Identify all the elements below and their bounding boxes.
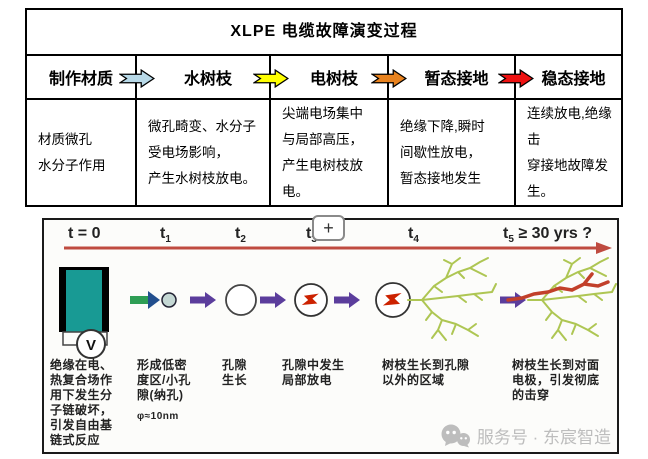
svg-text:V: V <box>86 337 96 354</box>
timeline-label-t5: t5 ≥ 30 yrs ? <box>503 225 593 246</box>
caption-tree-growth: 树枝生长到孔隙以外的区域 <box>382 358 470 387</box>
timeline-label-t1: t1 <box>160 225 171 246</box>
watermark: 服务号 · 东宸智造 <box>441 423 611 448</box>
discharge-with-tree-icon <box>375 282 411 318</box>
stage-arrow-orange-icon <box>371 69 407 88</box>
caption-void-growth: 孔隙生长 <box>222 358 248 387</box>
zoom-plus-button[interactable]: + <box>312 215 345 241</box>
step-arrow-green-icon <box>130 291 160 309</box>
caption-breakdown: 树枝生长到对面电极，引发彻底的击穿 <box>512 358 600 402</box>
caption-partial-discharge: 孔隙中发生局部放电 <box>282 358 345 387</box>
timeline-arrow-icon <box>64 242 612 254</box>
stage-header-steady-ground: 稳态接地 <box>498 56 621 100</box>
stage-header-electric-tree: 电树枝 <box>253 56 387 100</box>
stage-desc-water-tree: 微孔畸变、水分子受电场影响，产生水树枝放电。 <box>135 100 269 205</box>
fault-evolution-table: XLPE 电缆故障演变过程 制作材质 水树枝 电树枝 <box>25 8 623 207</box>
stage-label: 水树枝 <box>183 71 232 88</box>
wechat-icon <box>441 424 470 447</box>
table-header-row: 制作材质 水树枝 电树枝 暂态接地 <box>27 56 621 100</box>
stage-arrow-blue-icon <box>119 69 155 88</box>
partial-discharge-icon <box>294 283 328 317</box>
grown-void-icon <box>225 284 257 316</box>
timeline-label-t2: t2 <box>235 225 246 246</box>
timeline-label-t4: t4 <box>408 225 419 246</box>
electrode-sample-icon <box>59 267 109 346</box>
stage-desc-electric-tree: 尖端电场集中与局部高压，产生电树枝放电。 <box>269 100 387 205</box>
stage-header-material: 制作材质 <box>27 56 135 100</box>
stage-header-water-tree: 水树枝 <box>119 56 269 100</box>
watermark-text: 服务号 · 东宸智造 <box>476 428 611 447</box>
final-tree-icon <box>527 257 617 341</box>
water-tree-icon <box>407 257 497 341</box>
nano-void-icon <box>161 292 177 308</box>
caption-low-density-zone: 形成低密度区/小孔隙(纳孔) φ≈10nm <box>137 358 191 424</box>
stage-desc-transient-ground: 绝缘下降,瞬时间歇性放电，暂态接地发生 <box>387 100 514 205</box>
caption-text: 形成低密度区/小孔隙(纳孔) <box>137 358 191 402</box>
stage-header-transient-ground: 暂态接地 <box>371 56 514 100</box>
stage-label: 电树枝 <box>309 71 358 88</box>
stage-arrow-red-icon <box>498 69 534 88</box>
stage-label: 暂态接地 <box>424 71 489 88</box>
pore-size-note: φ≈10nm <box>137 411 179 422</box>
table-title: XLPE 电缆故障演变过程 <box>27 10 621 56</box>
stage-desc-steady-ground: 连续放电,绝缘击穿接地故障发生。 <box>514 100 621 205</box>
table-body-row: 材质微孔水分子作用 微孔畸变、水分子受电场影响，产生水树枝放电。 尖端电场集中与… <box>27 100 621 205</box>
stage-arrow-yellow-icon <box>253 69 289 88</box>
stage-label: 制作材质 <box>48 71 113 88</box>
evolution-diagram-panel: V <box>42 215 619 454</box>
caption-insulation-damage: 绝缘在电、热复合场作用下发生分子链破坏，引发自由基链式反应 <box>50 358 113 447</box>
breakdown-path-icon <box>506 272 610 302</box>
timeline-label-t0: t = 0 <box>68 225 101 242</box>
stage-label: 稳态接地 <box>541 71 606 88</box>
voltmeter-icon: V <box>76 329 106 359</box>
evolution-diagram-art: V <box>59 242 617 359</box>
stage-desc-material: 材质微孔水分子作用 <box>38 131 106 173</box>
